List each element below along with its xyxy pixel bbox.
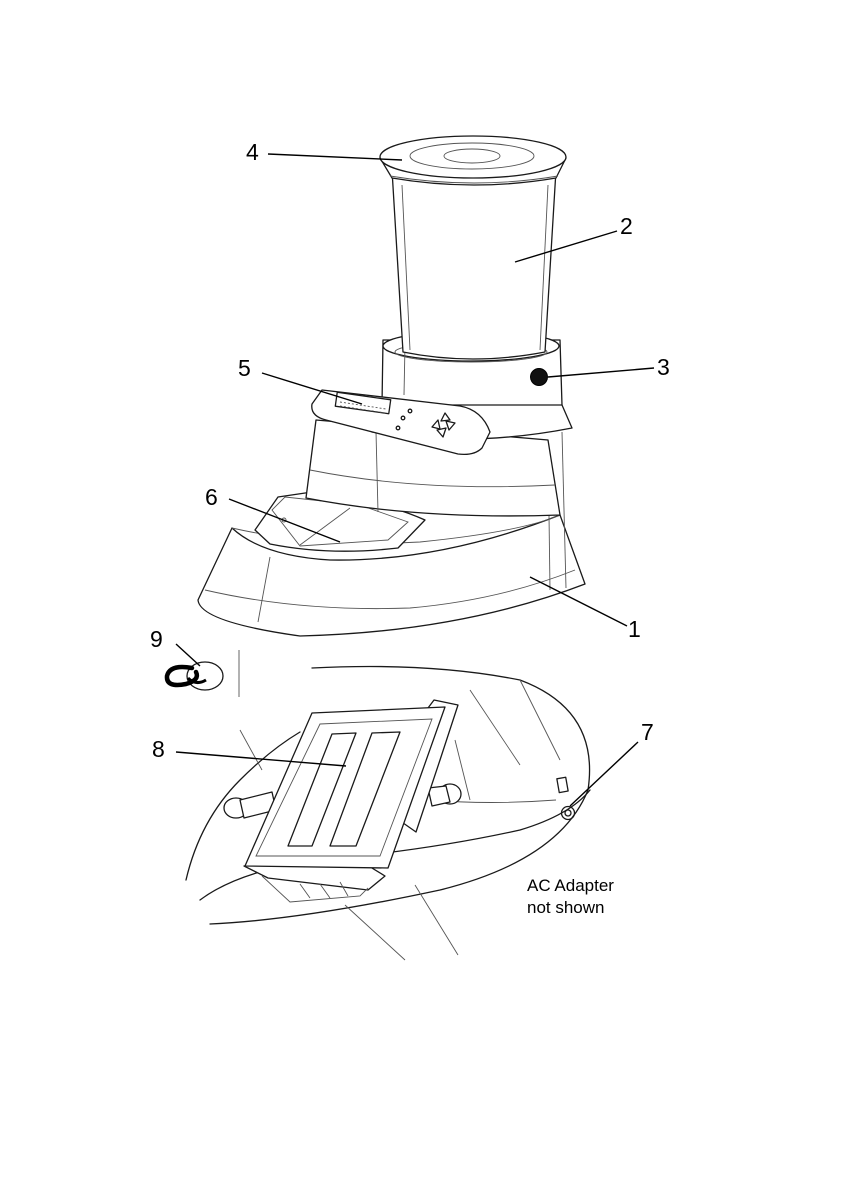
callout-1: 1: [628, 616, 641, 642]
callout-7: 7: [641, 719, 654, 745]
callout-6: 6: [205, 484, 218, 510]
callout-9: 9: [150, 626, 163, 652]
adapter-note-line-1: AC Adapter: [527, 876, 614, 895]
callout-5: 5: [238, 355, 251, 381]
adapter-note: AC Adapter not shown: [527, 876, 614, 917]
loop-tie: [167, 650, 239, 697]
power-button: [531, 369, 548, 386]
callout-8: 8: [152, 736, 165, 762]
food-hopper: [392, 170, 556, 359]
adapter-note-line-2: not shown: [527, 898, 605, 917]
battery-cover: [244, 700, 458, 902]
callout-3: 3: [657, 354, 670, 380]
callout-4: 4: [246, 139, 259, 165]
hopper-lid: [380, 136, 566, 185]
power-jack: [557, 777, 575, 819]
callout-2: 2: [620, 213, 633, 239]
feeder-assembly: [198, 136, 585, 636]
right-peg: [428, 784, 461, 806]
